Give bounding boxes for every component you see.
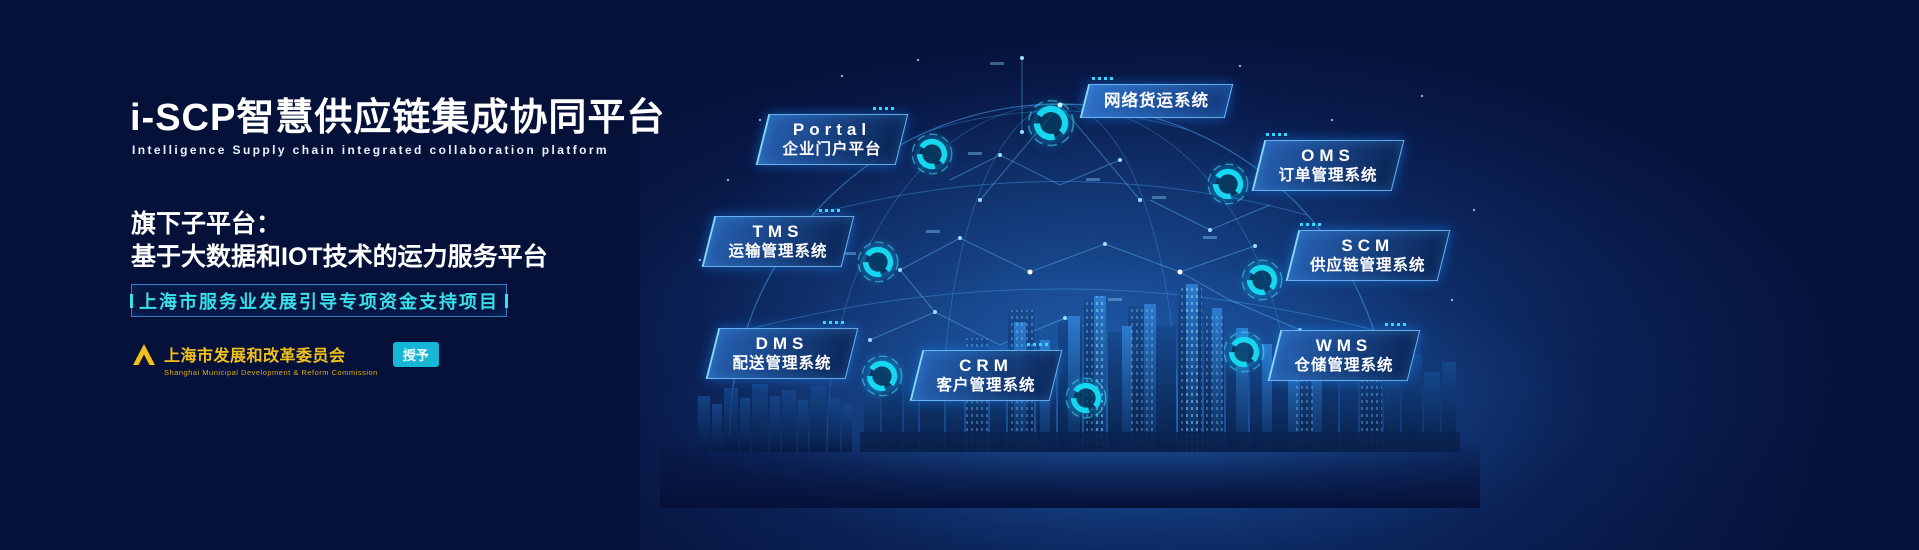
node-crm-acronym: CRM — [959, 356, 1013, 375]
ring-icon — [1064, 376, 1108, 420]
dots-decoration — [1027, 343, 1048, 346]
node-oms-label: 订单管理系统 — [1278, 167, 1378, 184]
city-windows — [966, 284, 1382, 452]
node-wms: WMS 仓储管理系统 — [1222, 323, 1414, 381]
node-tms-acronym: TMS — [752, 222, 804, 241]
node-tms: TMS 运输管理系统 — [708, 209, 900, 284]
ring-icon — [910, 132, 954, 176]
node-scm: SCM 供应链管理系统 — [1240, 223, 1444, 302]
node-oms-acronym: OMS — [1301, 146, 1355, 165]
node-dms: DMS 配送管理系统 — [712, 321, 904, 398]
node-scm-plate: SCM 供应链管理系统 — [1292, 223, 1444, 281]
dots-decoration — [819, 209, 840, 212]
dots-decoration — [823, 321, 844, 324]
node-dms-label: 配送管理系统 — [732, 355, 832, 372]
ring-icon — [1026, 98, 1076, 148]
dots-decoration — [1385, 323, 1406, 326]
granted-badge: 授予 — [392, 342, 439, 367]
tiny-markers — [842, 62, 1217, 301]
node-scm-acronym: SCM — [1341, 236, 1395, 255]
node-scm-label: 供应链管理系统 — [1310, 257, 1426, 274]
ring-icon — [856, 240, 900, 284]
node-crm: CRM 客户管理系统 — [916, 343, 1108, 420]
node-portal-acronym: Portal — [792, 120, 872, 139]
node-portal-label: 企业门户平台 — [782, 141, 882, 158]
node-wms-label: 仓储管理系统 — [1294, 357, 1394, 374]
page-subtitle: Intelligence Supply chain integrated col… — [132, 143, 609, 157]
node-wms-acronym: WMS — [1315, 336, 1373, 355]
sub-platform-heading: 旗下子平台： — [131, 210, 282, 238]
dots-decoration — [1266, 133, 1287, 136]
committee-logo-icon — [133, 344, 155, 365]
node-crm-label: 客户管理系统 — [936, 377, 1036, 394]
node-wms-plate: WMS 仓储管理系统 — [1274, 323, 1414, 381]
node-oms-plate: OMS 订单管理系统 — [1258, 133, 1398, 191]
award-box: 上海市服务业发展引导专项资金支持项目 — [131, 284, 507, 317]
page-title: i-SCP智慧供应链集成协同平台 — [130, 97, 666, 139]
node-portal: Portal 企业门户平台 — [762, 107, 954, 176]
committee-name: 上海市发展和改革委员会 — [164, 348, 346, 365]
dots-decoration — [1300, 223, 1321, 226]
node-tms-plate: TMS 运输管理系统 — [708, 209, 848, 267]
node-oms: OMS 订单管理系统 — [1206, 133, 1398, 206]
issuer-row: 上海市发展和改革委员会 Shanghai Municipal Developme… — [131, 342, 439, 377]
node-portal-plate: Portal 企业门户平台 — [762, 107, 902, 165]
node-freight-plate: 网络货运系统 — [1084, 77, 1229, 118]
committee-name-en: Shanghai Municipal Development & Reform … — [164, 368, 378, 377]
ring-icon — [1222, 330, 1266, 374]
node-freight-label: 网络货运系统 — [1104, 92, 1209, 110]
node-freight: 网络货运系统 — [1026, 77, 1229, 148]
sky-dots — [698, 58, 1476, 302]
node-crm-plate: CRM 客户管理系统 — [916, 343, 1056, 401]
sub-platform-description: 基于大数据和IOT技术的运力服务平台 — [131, 243, 548, 271]
node-tms-label: 运输管理系统 — [728, 243, 828, 260]
node-dms-plate: DMS 配送管理系统 — [712, 321, 852, 379]
node-dms-acronym: DMS — [755, 334, 809, 353]
ring-icon — [1206, 162, 1250, 206]
ring-icon — [1240, 258, 1284, 302]
ring-icon — [860, 354, 904, 398]
left-panel: i-SCP智慧供应链集成协同平台 Intelligence Supply cha… — [0, 0, 664, 550]
dots-decoration — [1092, 77, 1113, 80]
dots-decoration — [873, 107, 894, 110]
